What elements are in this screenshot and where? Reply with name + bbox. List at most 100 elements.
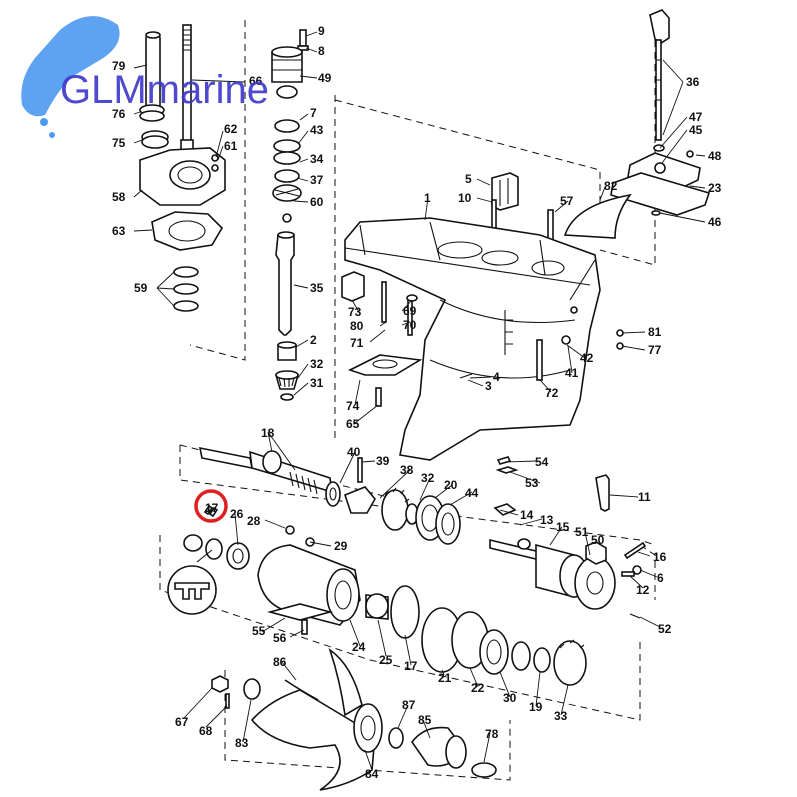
callout-34: 34 xyxy=(310,152,324,166)
callout-65: 65 xyxy=(346,417,360,431)
callout-14: 14 xyxy=(520,508,534,522)
anode-block xyxy=(491,172,554,249)
callout-28: 28 xyxy=(247,514,261,528)
callout-16: 16 xyxy=(653,550,667,564)
callout-44: 44 xyxy=(465,486,479,500)
callout-62: 62 xyxy=(224,122,238,136)
prop-hardware xyxy=(211,675,497,778)
callout-21: 21 xyxy=(438,671,452,685)
callout-33: 33 xyxy=(554,709,568,723)
callout-75: 75 xyxy=(112,136,126,150)
callout-9: 9 xyxy=(318,24,325,38)
callout-25: 25 xyxy=(379,653,393,667)
callout-63: 63 xyxy=(112,224,126,238)
callout-24: 24 xyxy=(352,640,366,654)
callout-40: 40 xyxy=(347,445,361,459)
callout-39: 39 xyxy=(376,454,390,468)
callout-53: 53 xyxy=(525,476,539,490)
callout-12: 12 xyxy=(636,583,650,597)
watermark-drop-icon xyxy=(40,118,48,126)
callout-83: 83 xyxy=(235,736,249,750)
callout-57: 57 xyxy=(560,194,574,208)
highlight-circle xyxy=(194,489,228,523)
callout-52: 52 xyxy=(658,622,672,636)
exhaust-cover xyxy=(563,193,632,239)
callout-48: 48 xyxy=(708,149,722,163)
callout-17b: 17 xyxy=(404,659,418,673)
callout-68: 68 xyxy=(199,724,213,738)
callout-85: 85 xyxy=(418,713,432,727)
callout-10: 10 xyxy=(458,191,472,205)
callout-38: 38 xyxy=(400,463,414,477)
callout-49: 49 xyxy=(318,71,332,85)
callout-13: 13 xyxy=(540,513,554,527)
callout-30: 30 xyxy=(503,691,517,705)
callout-2: 2 xyxy=(310,333,317,347)
callout-11: 11 xyxy=(638,490,651,504)
callout-26: 26 xyxy=(230,507,244,521)
callout-35: 35 xyxy=(310,281,324,295)
callout-50: 50 xyxy=(591,533,605,547)
bearing-carrier xyxy=(257,525,389,635)
callout-8: 8 xyxy=(318,44,325,58)
callout-54: 54 xyxy=(535,455,549,469)
callout-79: 79 xyxy=(112,59,126,73)
callout-60: 60 xyxy=(310,195,324,209)
callout-47: 47 xyxy=(689,110,703,124)
callout-7: 7 xyxy=(310,106,317,120)
callout-86: 86 xyxy=(273,655,287,669)
watermark-drop-icon xyxy=(49,132,55,138)
callout-4: 4 xyxy=(493,370,500,384)
housing-hardware xyxy=(341,271,624,474)
propeller-shaft xyxy=(198,446,333,495)
callout-3: 3 xyxy=(485,379,492,393)
callout-51: 51 xyxy=(575,525,589,539)
pump-gasket xyxy=(151,211,224,251)
callout-37: 37 xyxy=(310,173,324,187)
callout-76: 76 xyxy=(112,107,126,121)
callout-87: 87 xyxy=(402,698,416,712)
callout-32a: 32 xyxy=(310,357,324,371)
callout-70: 70 xyxy=(403,318,417,332)
callout-1: 1 xyxy=(424,191,431,205)
callout-46: 46 xyxy=(708,215,722,229)
watermark-text: GLMmarine xyxy=(60,68,269,112)
callout-19: 19 xyxy=(529,700,543,714)
callout-5: 5 xyxy=(465,172,472,186)
callout-32b: 32 xyxy=(421,471,435,485)
o-rings xyxy=(173,266,199,312)
callout-77: 77 xyxy=(648,343,662,357)
shift-clutch-parts xyxy=(489,474,647,619)
callout-18: 18 xyxy=(261,426,275,440)
leader-lines xyxy=(133,31,706,771)
callout-78: 78 xyxy=(485,727,499,741)
callout-45: 45 xyxy=(689,123,703,137)
callout-42: 42 xyxy=(580,351,594,365)
callout-69: 69 xyxy=(403,304,417,318)
water-pump-housing xyxy=(139,147,226,206)
callout-73: 73 xyxy=(348,305,362,319)
callout-17-highlighted: 17 xyxy=(205,501,219,515)
callout-72: 72 xyxy=(545,386,559,400)
center-stack xyxy=(271,29,309,401)
callout-59: 59 xyxy=(134,281,148,295)
shaft-row-parts xyxy=(325,457,461,545)
watermark-blob-icon xyxy=(21,16,120,117)
pump-grommets xyxy=(139,104,169,149)
callout-67: 67 xyxy=(175,715,189,729)
callout-56: 56 xyxy=(273,631,287,645)
callout-31: 31 xyxy=(310,376,324,390)
watermark-logo: GLMmarine xyxy=(21,16,269,138)
callout-80: 80 xyxy=(350,319,364,333)
callout-71: 71 xyxy=(350,336,364,350)
callout-41: 41 xyxy=(565,366,579,380)
callout-81: 81 xyxy=(648,325,662,339)
callout-labels: 79 66 9 8 49 76 7 43 75 62 61 34 58 37 6… xyxy=(112,24,722,781)
callout-36: 36 xyxy=(686,75,700,89)
callout-66: 66 xyxy=(249,74,263,88)
callout-22: 22 xyxy=(471,681,485,695)
callout-84: 84 xyxy=(365,767,379,781)
callout-82: 82 xyxy=(604,179,618,193)
propeller xyxy=(250,648,383,791)
